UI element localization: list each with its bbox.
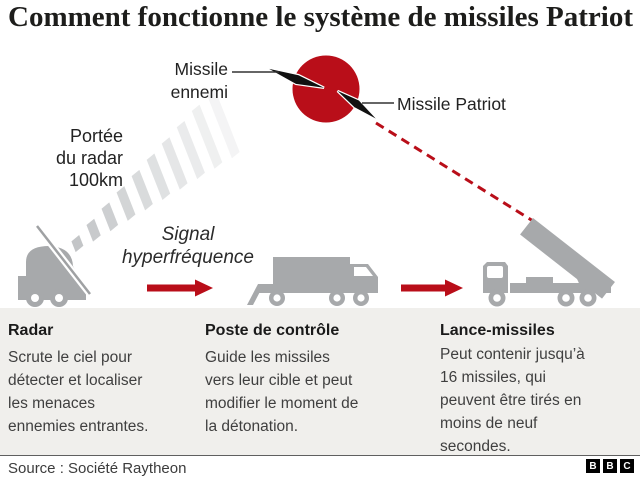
enemy-missile-icon (268, 67, 325, 89)
signal-line1: Signal (161, 224, 215, 245)
radar-beam-icon (71, 88, 240, 253)
column-control-post-body: Guide les missiles vers leur cible et pe… (205, 349, 359, 435)
column-control-post: Poste de contrôle Guide les missiles ver… (205, 321, 360, 438)
bbc-logo-block-c: C (620, 459, 634, 473)
bbc-logo: B B C (586, 459, 634, 473)
patriot-trajectory-dashed-line (375, 121, 534, 223)
column-radar: Radar Scrute le ciel pour détecter et lo… (8, 321, 158, 438)
column-radar-heading: Radar (8, 322, 54, 339)
explosion-circle (292, 55, 360, 123)
explainer-panel: Radar Scrute le ciel pour détecter et lo… (0, 308, 640, 455)
patriot-missile-label: Missile Patriot (397, 94, 506, 114)
column-launcher-body: Peut contenir jusqu’à 16 missiles, qui p… (440, 346, 585, 455)
footer: Source : Société Raytheon B B C (0, 455, 640, 479)
arrow-control-to-launcher (401, 279, 463, 297)
bbc-logo-block-b2: B (603, 459, 617, 473)
arrow-radar-to-control (147, 279, 213, 297)
bbc-logo-block-b1: B (586, 459, 600, 473)
microwave-signal-label: Signal hyperfréquence (103, 223, 273, 269)
radar-range-line2: du radar (55, 148, 123, 168)
diagram-illustration (18, 55, 615, 307)
radar-truck-icon (18, 223, 93, 307)
column-launcher-heading: Lance-missiles (440, 322, 555, 339)
column-launcher: Lance-missiles Peut contenir jusqu’à 16 … (440, 321, 595, 458)
column-radar-body: Scrute le ciel pour détecter et localise… (8, 349, 149, 435)
radar-range-line3: 100km (68, 170, 123, 190)
page-title: Comment fonctionne le système de missile… (8, 1, 633, 33)
enemy-missile-label: Missile ennemi (170, 59, 228, 102)
column-control-post-heading: Poste de contrôle (205, 322, 340, 339)
control-post-truck-icon (247, 257, 378, 306)
launcher-box (520, 218, 615, 299)
launcher-truck-icon (483, 218, 615, 307)
radar-range-label: Portée du radar 100km (26, 125, 123, 191)
source-credit: Source : Société Raytheon (8, 460, 187, 477)
radar-range-line1: Portée (69, 126, 123, 146)
signal-line2: hyperfréquence (121, 247, 255, 268)
patriot-missile-icon (336, 89, 377, 120)
